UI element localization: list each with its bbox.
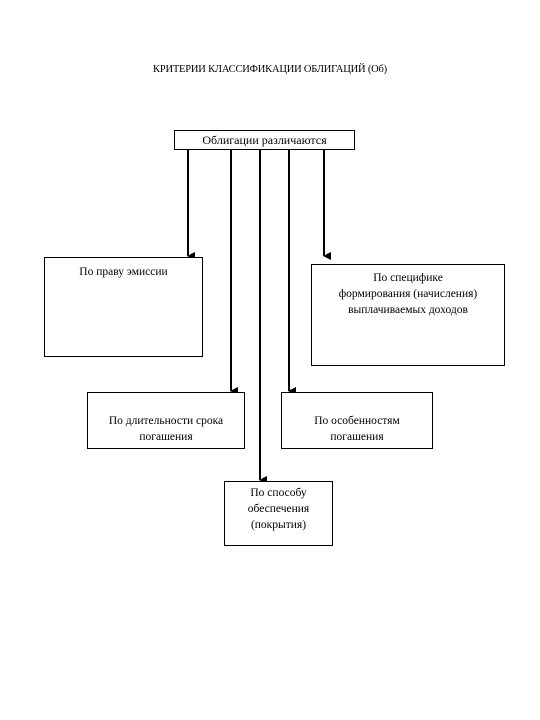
node-label: погашения — [330, 431, 384, 443]
node-label: По праву эмиссии — [79, 266, 168, 278]
node-maturity-term: По длительности срока погашения — [87, 392, 245, 449]
node-label: По способу — [250, 487, 307, 499]
node-label: По особенностям — [314, 415, 400, 427]
node-label: формирования (начисления) — [338, 288, 478, 300]
node-security-method: По способу обеспечения (покрытия) — [224, 481, 333, 546]
node-label: выплачиваемых доходов — [348, 304, 468, 316]
node-label: По специфике — [373, 272, 443, 284]
node-income-specifics: По специфике формирования (начисления) в… — [311, 264, 505, 366]
diagram-title: КРИТЕРИИ КЛАССИФИКАЦИИ ОБЛИГАЦИЙ (Об) — [153, 64, 387, 75]
node-label: (покрытия) — [250, 519, 307, 531]
node-label: погашения — [139, 431, 193, 443]
node-label: По длительности срока — [108, 415, 224, 427]
root-node: Облигации различаются — [174, 130, 355, 150]
root-node-label: Облигации различаются — [202, 133, 327, 147]
node-emission-right: По праву эмиссии — [44, 257, 203, 357]
node-label: обеспечения — [247, 503, 310, 515]
node-redemption-features: По особенностям погашения — [281, 392, 433, 449]
